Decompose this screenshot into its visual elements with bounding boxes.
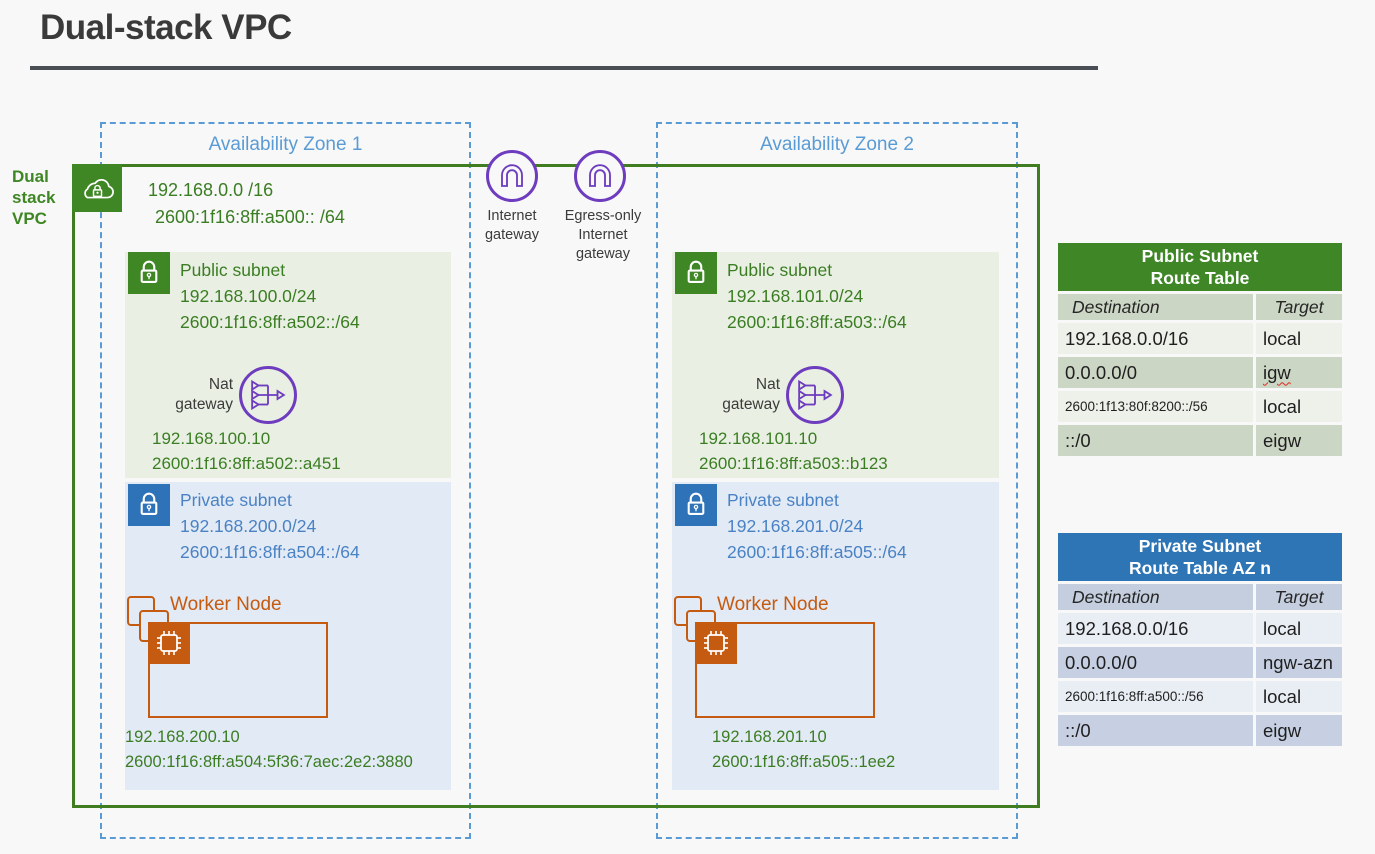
public-subnet-az1-cidr6: 2600:1f16:8ff:a502::/64 [180, 312, 360, 332]
private-subnet-az1-title: Private subnet [180, 490, 292, 510]
nat-gateway-label-az2: Nat gateway [722, 376, 780, 413]
public-subnet-lock-icon [675, 252, 717, 294]
worker-node-label-az1: Worker Node [170, 594, 282, 615]
worker-node-ips-az2: 192.168.201.10 2600:1f16:8ff:a505::1ee2 [712, 725, 895, 775]
worker-node-box-az2 [695, 622, 875, 718]
worker-ip4-az2: 192.168.201.10 [712, 728, 827, 746]
egress-only-internet-gateway-label: Egress-only Internet gateway [564, 208, 642, 262]
availability-zone-2-box: Availability Zone 2 [656, 122, 1018, 839]
column-header-target: Target [1256, 584, 1342, 610]
route-destination: 2600:1f16:8ff:a500::/56 [1058, 681, 1253, 712]
internet-gateway-icon [486, 150, 538, 202]
public-subnet-az2-title: Public subnet [727, 260, 833, 280]
internet-gateway-label: Internet gateway [484, 208, 539, 243]
private-subnet-az2: Private subnet 192.168.201.0/24 2600:1f1… [672, 482, 999, 790]
column-header-destination: Destination [1058, 584, 1253, 610]
route-destination: 0.0.0.0/0 [1058, 357, 1253, 388]
nat-ip4-az1: 192.168.100.10 [152, 429, 271, 448]
public-subnet-az2-cidr4: 192.168.101.0/24 [727, 286, 864, 306]
public-route-table-title: Public Subnet Route Table [1058, 243, 1342, 291]
private-subnet-az1-text: Private subnet 192.168.200.0/24 2600:1f1… [180, 487, 360, 565]
route-target: igw [1256, 357, 1342, 388]
worker-node-label-az2: Worker Node [717, 594, 829, 615]
route-target: eigw [1256, 425, 1342, 456]
nat-gateway-ips-az2: 192.168.101.10 2600:1f16:8ff:a503::b123 [699, 426, 888, 476]
public-subnet-az1: Public subnet 192.168.100.0/24 2600:1f16… [125, 252, 451, 478]
route-target: local [1256, 613, 1342, 644]
private-subnet-az2-cidr4: 192.168.201.0/24 [727, 516, 864, 536]
private-subnet-az2-title: Private subnet [727, 490, 839, 510]
egress-only-internet-gateway-icon [574, 150, 626, 202]
page-title: Dual-stack VPC [40, 8, 292, 47]
worker-ip6-az2: 2600:1f16:8ff:a505::1ee2 [712, 753, 896, 771]
availability-zone-1-label: Availability Zone 1 [208, 134, 363, 155]
vpc-cidr-ipv4: 192.168.0.0 /16 [148, 180, 274, 200]
nat-ip6-az1: 2600:1f16:8ff:a502::a451 [152, 454, 341, 473]
private-subnet-az2-cidr6: 2600:1f16:8ff:a505::/64 [727, 542, 907, 562]
availability-zone-2-label: Availability Zone 2 [760, 134, 914, 155]
column-header-destination: Destination [1058, 294, 1253, 320]
availability-zone-1-box: Availability Zone 1 [100, 122, 471, 839]
route-destination: 2600:1f13:80f:8200::/56 [1058, 391, 1253, 422]
vpc-border [72, 164, 1040, 808]
route-destination: ::/0 [1058, 715, 1253, 746]
private-subnet-lock-icon [128, 484, 170, 526]
route-target: local [1256, 391, 1342, 422]
nat-gateway-label-az1: Nat gateway [175, 376, 233, 413]
public-route-table-grid: Destination Target 192.168.0.0/16 local … [1058, 294, 1342, 456]
route-destination: 192.168.0.0/16 [1058, 613, 1253, 644]
nat-gateway-ips-az1: 192.168.100.10 2600:1f16:8ff:a502::a451 [152, 426, 341, 476]
title-divider [30, 66, 1098, 70]
route-target: local [1256, 681, 1342, 712]
public-subnet-lock-icon [128, 252, 170, 294]
private-route-table-title: Private Subnet Route Table AZ n [1058, 533, 1342, 581]
vpc-title: Dual stack VPC [12, 167, 56, 228]
worker-node-box-az1 [148, 622, 328, 718]
worker-ip4-az1: 192.168.200.10 [125, 728, 240, 746]
private-route-table: Private Subnet Route Table AZ n Destinat… [1058, 533, 1342, 746]
worker-ip6-az1: 2600:1f16:8ff:a504:5f36:7aec:2e2:3880 [125, 753, 413, 771]
route-destination: ::/0 [1058, 425, 1253, 456]
private-route-table-grid: Destination Target 192.168.0.0/16 local … [1058, 584, 1342, 746]
private-subnet-lock-icon [675, 484, 717, 526]
public-route-table: Public Subnet Route Table Destination Ta… [1058, 243, 1342, 456]
route-target: eigw [1256, 715, 1342, 746]
public-subnet-az1-title: Public subnet [180, 260, 286, 280]
public-subnet-az2-cidr6: 2600:1f16:8ff:a503::/64 [727, 312, 907, 332]
nat-ip4-az2: 192.168.101.10 [699, 429, 818, 448]
route-target: ngw-azn [1256, 647, 1342, 678]
nat-gateway-icon-az2 [786, 366, 844, 424]
worker-node-ips-az1: 192.168.200.10 2600:1f16:8ff:a504:5f36:7… [125, 725, 413, 775]
nat-gateway-icon-az1 [239, 366, 297, 424]
route-target: local [1256, 323, 1342, 354]
route-destination: 0.0.0.0/0 [1058, 647, 1253, 678]
ec2-instance-icon-az2 [695, 622, 737, 664]
public-subnet-az1-text: Public subnet 192.168.100.0/24 2600:1f16… [180, 257, 360, 335]
ec2-instance-icon-az1 [148, 622, 190, 664]
private-subnet-az1: Private subnet 192.168.200.0/24 2600:1f1… [125, 482, 451, 790]
private-subnet-az1-cidr4: 192.168.200.0/24 [180, 516, 317, 536]
public-subnet-az2: Public subnet 192.168.101.0/24 2600:1f16… [672, 252, 999, 478]
private-subnet-az1-cidr6: 2600:1f16:8ff:a504::/64 [180, 542, 360, 562]
vpc-cidr-ipv6: 2600:1f16:8ff:a500:: /64 [155, 207, 345, 227]
vpc-cidrs: 192.168.0.0 /16 2600:1f16:8ff:a500:: /64 [148, 177, 345, 231]
vpc-cloud-lock-icon [72, 164, 122, 212]
nat-ip6-az2: 2600:1f16:8ff:a503::b123 [699, 454, 888, 473]
route-destination: 192.168.0.0/16 [1058, 323, 1253, 354]
private-subnet-az2-text: Private subnet 192.168.201.0/24 2600:1f1… [727, 487, 907, 565]
public-subnet-az1-cidr4: 192.168.100.0/24 [180, 286, 317, 306]
public-subnet-az2-text: Public subnet 192.168.101.0/24 2600:1f16… [727, 257, 907, 335]
column-header-target: Target [1256, 294, 1342, 320]
